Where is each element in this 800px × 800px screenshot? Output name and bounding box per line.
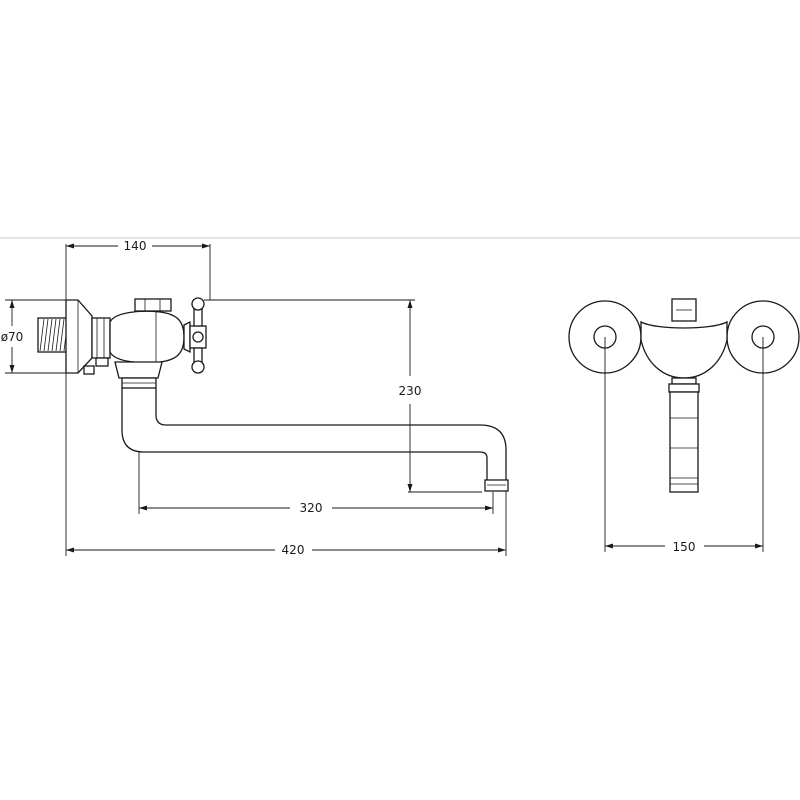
dimension-label-420: 420 <box>282 543 305 557</box>
side-view: 140 ø70 230 320 <box>1 239 509 557</box>
dimension-label-diameter-70: ø70 <box>1 330 24 344</box>
dimension-420: 420 <box>65 373 507 557</box>
front-mixer-body <box>640 298 728 379</box>
wall-connection-thread <box>37 317 71 353</box>
swivel-spout[interactable] <box>121 388 509 492</box>
dimension-label-230: 230 <box>399 384 422 398</box>
front-view: 150 <box>568 298 800 554</box>
top-handle[interactable] <box>134 298 172 312</box>
spout-swivel-nut <box>114 361 163 389</box>
dimension-150: 150 <box>604 337 764 554</box>
mixer-body <box>109 310 191 364</box>
dimension-diameter-70: ø70 <box>1 299 66 374</box>
front-spout <box>668 377 700 493</box>
dimension-320: 320 <box>138 452 494 515</box>
dimension-230: 230 <box>204 299 482 493</box>
escutcheon-flange <box>65 299 93 374</box>
dimension-label-150: 150 <box>673 540 696 554</box>
eccentric-connector <box>83 317 111 375</box>
dimension-label-140: 140 <box>124 239 147 253</box>
dimension-140: 140 <box>65 239 211 300</box>
cross-handle[interactable] <box>189 297 207 374</box>
dimension-label-320: 320 <box>300 501 323 515</box>
